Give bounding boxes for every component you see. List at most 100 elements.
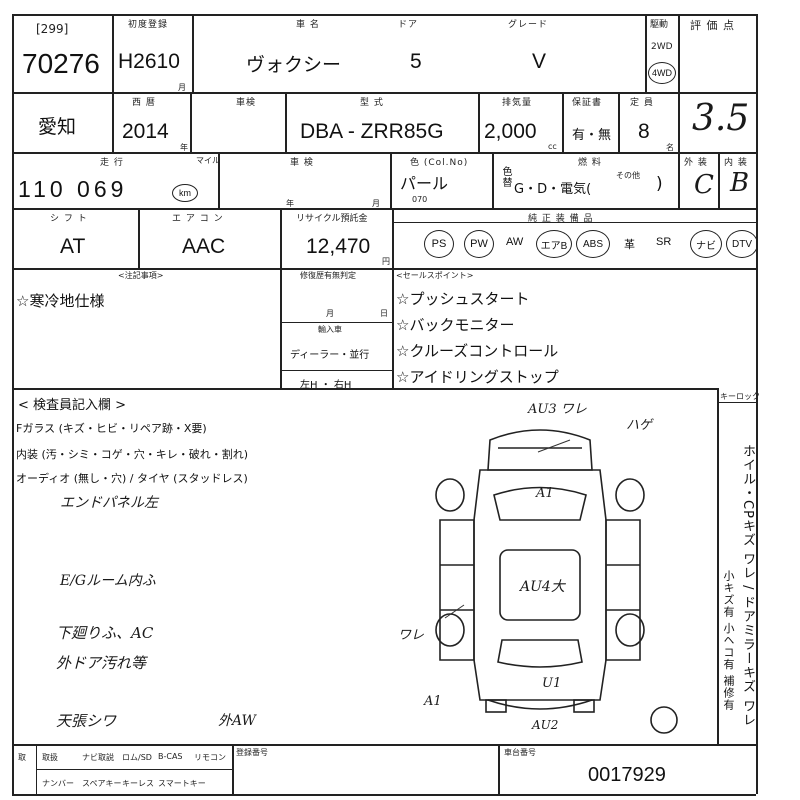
rule	[218, 152, 220, 208]
hand-note-1: エンドパネル左	[60, 495, 158, 511]
rule	[138, 208, 140, 268]
shift-value: AT	[60, 235, 86, 258]
footer-col2-1: ナンバー	[42, 779, 74, 788]
recycle-unit: 円	[382, 257, 390, 266]
rule	[562, 92, 564, 152]
mileage-unit-km: km	[172, 184, 198, 202]
color-label: 色 (Col.No)	[410, 158, 469, 168]
fuel-value: G・D・電気(	[514, 182, 592, 197]
sales-point-2: ☆バックモニター	[396, 316, 515, 334]
ac-value: AAC	[182, 235, 226, 258]
footer-col-4: B-CAS	[158, 752, 183, 761]
year-value: 2014	[122, 120, 169, 143]
insp-value: 有・無	[572, 128, 612, 143]
side-notes-2: 小キズ有 小ヘコ有 補修有	[722, 570, 735, 711]
rule	[12, 14, 14, 794]
disp-value: 2,000	[484, 120, 537, 143]
caution-label: <注記事項>	[118, 271, 164, 280]
keylock-label: キーロック	[720, 392, 760, 401]
rule	[717, 402, 756, 403]
sales-point-4: ☆アイドリングストップ	[396, 368, 559, 386]
drive-label: 駆動	[650, 20, 669, 30]
equip-aw: AW	[506, 236, 524, 248]
ac-label: エ ア コ ン	[172, 214, 224, 224]
rule	[12, 744, 756, 746]
rule	[192, 14, 194, 92]
rule	[12, 14, 756, 16]
equip-sr: SR	[656, 236, 672, 248]
diagram-mark-4: AU4大	[520, 579, 565, 595]
rule	[12, 152, 756, 154]
inspection-line-1: Fガラス (キズ・ヒビ・リペア跡・X要)	[16, 422, 207, 435]
equip-leather: 革	[624, 239, 635, 251]
footer-side-label: 取	[18, 753, 26, 762]
int-label: 内 装	[724, 158, 748, 168]
rule	[478, 92, 480, 152]
inspection-title: < 検査員記入欄 >	[18, 398, 127, 413]
grade-value: V	[532, 50, 547, 73]
recycle-value: 12,470	[306, 235, 371, 258]
equip-label: 純 正 装 備 品	[528, 214, 594, 224]
hand-note-3: 下廻りふ、AC	[56, 624, 154, 642]
footer-col-5: リモコン	[194, 753, 226, 762]
diagram-mark-5: ワレ	[398, 628, 425, 643]
diagram-mark-1: AU3 ワレ	[528, 402, 587, 417]
rule	[190, 92, 192, 152]
rule	[285, 92, 287, 152]
rule	[492, 152, 494, 208]
rule	[280, 268, 282, 388]
lot-box: [299]	[36, 22, 69, 36]
hand-note-2: E/Gルーム内ふ	[60, 573, 156, 589]
footer-col2-4: スマートキー	[158, 779, 206, 788]
rule	[12, 794, 756, 796]
rule	[112, 14, 114, 152]
region: 愛知	[38, 116, 77, 138]
reg-label: 初度登録	[128, 20, 169, 30]
rule	[678, 14, 680, 208]
hand-note-6: 外AW	[218, 713, 256, 729]
sales-point-1: ☆プッシュスタート	[396, 290, 530, 308]
grade-label: グレード	[508, 20, 549, 30]
footer-col-2: ナビ取説	[82, 753, 114, 762]
inspection-line-2: 内装 (汚・シミ・コゲ・穴・キレ・破れ・割れ)	[16, 448, 249, 461]
import-value: ディーラー・並行	[290, 350, 370, 361]
equip-ps-circled: PS	[424, 230, 454, 258]
mileage-label: 走 行	[100, 158, 124, 168]
rule	[12, 92, 756, 94]
seat-unit: 名	[666, 143, 674, 152]
diagram-mark-2: ハゲ	[626, 418, 653, 433]
rule	[280, 322, 392, 323]
caution-text: ☆寒冷地仕様	[16, 292, 105, 310]
fuel-label: 燃 料	[578, 158, 602, 168]
equip-pw-circled: PW	[464, 230, 494, 258]
shaken-label-row3: 車 検	[290, 158, 314, 168]
hand-note-4: 外ドア汚れ等	[56, 654, 147, 672]
rule	[12, 268, 756, 270]
reg-number-label: 登録番号	[236, 748, 268, 757]
rule	[36, 769, 232, 770]
equip-airbag-circled: エアB	[536, 230, 572, 258]
diagram-mark-8: AU2	[532, 718, 559, 732]
diagram-mark-3: A1	[536, 486, 554, 501]
rule	[645, 14, 647, 92]
hand-note-5: 天張シワ	[56, 712, 117, 730]
rule	[392, 268, 394, 388]
circle-mark-icon	[650, 706, 678, 734]
score-value: 3.5	[692, 98, 750, 139]
lot-number: 70276	[22, 48, 100, 79]
rule	[718, 152, 720, 208]
year-unit: 年	[180, 143, 188, 152]
mileage-value: 110 069	[18, 176, 128, 202]
vin-value: 0017929	[588, 764, 666, 786]
seat-value: 8	[638, 120, 650, 143]
handle-value: 左H ・ 右H	[300, 380, 352, 391]
vin-label: 車台番号	[504, 748, 536, 757]
model-value: ヴォクシー	[246, 54, 342, 76]
rule	[717, 388, 719, 744]
insp-label: 保証書	[572, 98, 603, 108]
int-value: B	[730, 168, 750, 198]
rule	[392, 208, 394, 268]
color-code: 070	[412, 195, 428, 204]
sales-label: <セールスポイント>	[396, 271, 474, 280]
rule	[232, 744, 234, 794]
